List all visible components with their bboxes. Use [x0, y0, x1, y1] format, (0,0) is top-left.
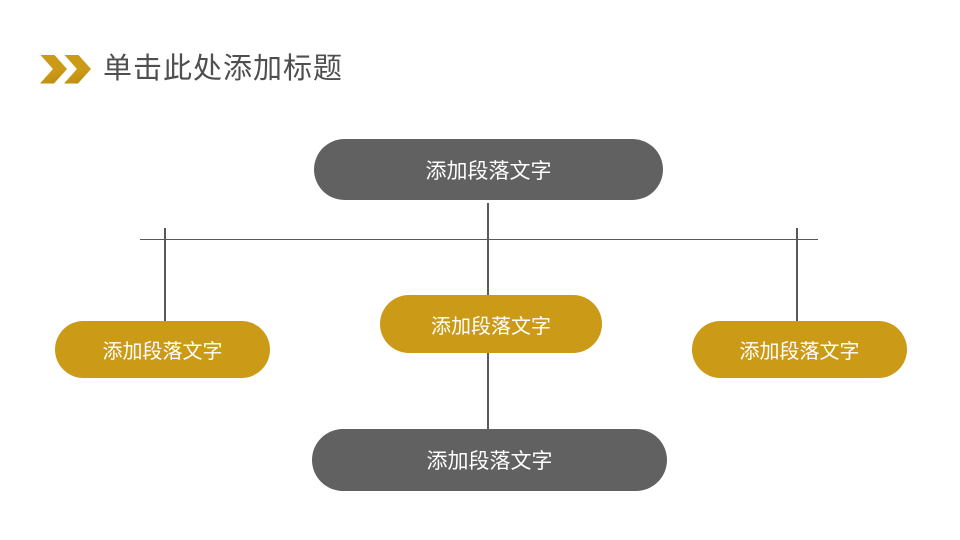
connector-left-vertical	[164, 228, 166, 321]
connector-right-vertical	[796, 228, 798, 321]
slide-header: 单击此处添加标题	[40, 52, 343, 86]
node-top[interactable]: 添加段落文字	[314, 139, 663, 200]
connector-horizontal-branch	[140, 238, 818, 240]
double-chevron-right-icon	[40, 54, 91, 84]
connector-top-vertical	[487, 203, 489, 240]
node-middle[interactable]: 添加段落文字	[380, 295, 602, 353]
connector-middle-upper-vertical	[487, 240, 489, 295]
slide-title[interactable]: 单击此处添加标题	[103, 53, 344, 85]
node-right[interactable]: 添加段落文字	[692, 321, 907, 378]
node-left[interactable]: 添加段落文字	[55, 321, 270, 378]
connector-middle-lower-vertical	[487, 353, 489, 429]
node-bottom[interactable]: 添加段落文字	[312, 429, 667, 491]
